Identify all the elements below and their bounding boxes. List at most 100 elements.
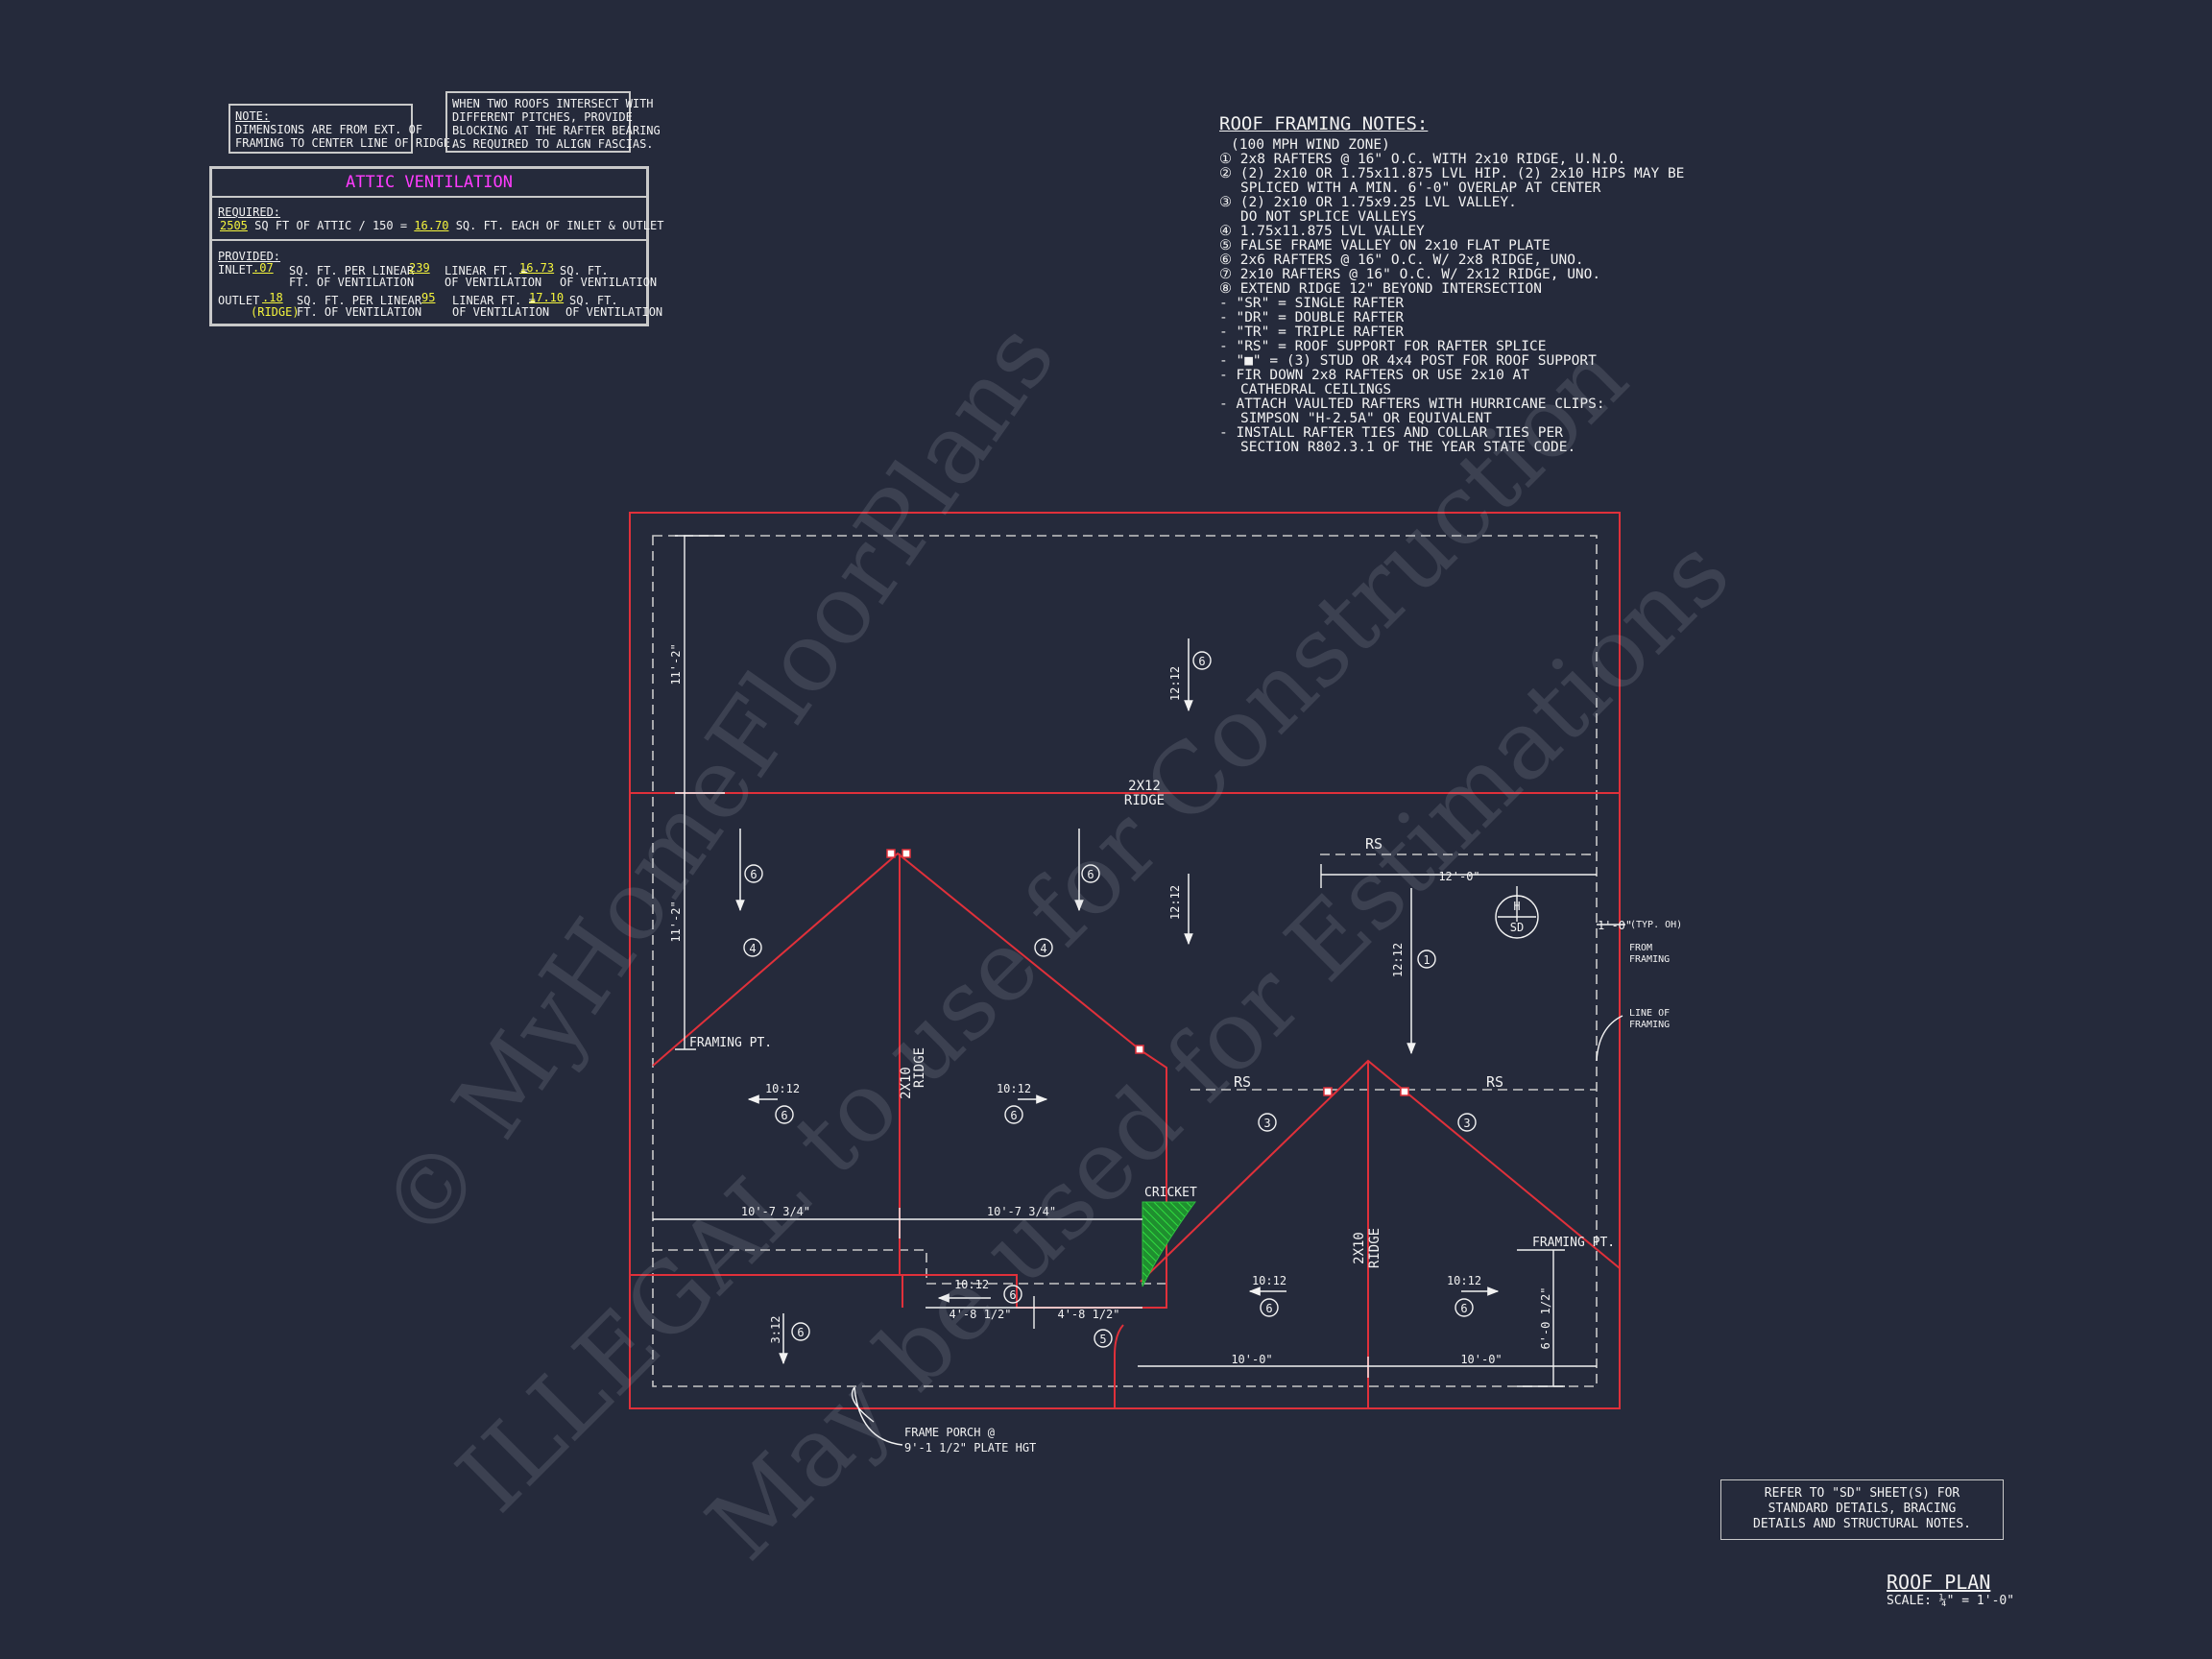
dim-4-8: 4'-8 1/2": [1057, 1308, 1119, 1321]
inlet-text: SQ. FT.: [560, 264, 609, 277]
pitch-label: 10:12: [997, 1082, 1031, 1095]
outlet-text: SQ. FT. PER LINEAR: [297, 294, 422, 307]
dimension-lines: [653, 535, 1625, 1446]
outlet-length: 95: [421, 291, 436, 304]
note-line: DIMENSIONS ARE FROM EXT. OF: [235, 123, 423, 136]
roof-note-line: SIMPSON "H-2.5A" OR EQUIVALENT: [1240, 411, 1492, 426]
tag-6: 6: [1010, 1109, 1017, 1122]
ridge-2x10-label: 2X10: [1352, 1232, 1367, 1264]
framing-pt-label: FRAMING PT.: [689, 1036, 772, 1050]
roof-note-line: - "SR" = SINGLE RAFTER: [1219, 296, 1405, 311]
roof-note-line: DO NOT SPLICE VALLEYS: [1240, 209, 1417, 225]
required-text: SQ FT OF ATTIC / 150 =: [254, 219, 408, 232]
pitch-label: 12:12: [1391, 943, 1405, 977]
roof-note-line: ① 2x8 RAFTERS @ 16" O.C. WITH 2x10 RIDGE…: [1219, 152, 1626, 167]
refer-sd-note-box: REFER TO "SD" SHEET(S) FOR STANDARD DETA…: [1720, 1479, 2004, 1540]
roof-note-line: SECTION R802.3.1 OF THE YEAR STATE CODE.: [1240, 440, 1576, 455]
dim-11-2: 11'-2": [669, 643, 683, 685]
sd-label: SD: [1510, 921, 1524, 934]
framing-dashed-lines: [652, 535, 1598, 1387]
note-line: FRAMING TO CENTER LINE OF RIDGE.: [235, 136, 458, 150]
ridge-2x12-label: 2X12: [1128, 779, 1161, 794]
roof-note-line: - ATTACH VAULTED RAFTERS WITH HURRICANE …: [1219, 397, 1605, 412]
roof-note-line: - "DR" = DOUBLE RAFTER: [1219, 310, 1405, 325]
ridge-2x10-label: 2X10: [899, 1067, 914, 1099]
pitch-label: 10:12: [765, 1082, 800, 1095]
roof-note-line: CATHEDRAL CEILINGS: [1240, 382, 1392, 397]
tag-3: 3: [1463, 1117, 1470, 1130]
dim-10-0: 10'-0": [1460, 1353, 1502, 1366]
outlet-text: OF VENTILATION: [565, 305, 663, 319]
roof-note-line: SPLICED WITH A MIN. 6'-0" OVERLAP AT CEN…: [1240, 180, 1601, 196]
title-block: ROOF PLAN SCALE: ¼" = 1'-0": [1887, 1571, 2014, 1608]
inlet-text: OF VENTILATION: [560, 276, 658, 289]
porch-note: FRAME PORCH @: [904, 1426, 995, 1439]
roof-note-line: - FIR DOWN 2x8 RAFTERS OR USE 2x10 AT: [1219, 368, 1530, 383]
cricket-label: CRICKET: [1144, 1186, 1197, 1200]
pitch-label: 10:12: [1447, 1274, 1481, 1287]
inlet-rate: .07: [252, 261, 274, 275]
cricket-hatch: [1142, 1201, 1196, 1287]
roof-note-line: ⑦ 2x10 RAFTERS @ 16" O.C. W/ 2x12 RIDGE,…: [1219, 267, 1601, 282]
dimension-note-box: NOTE: DIMENSIONS ARE FROM EXT. OF FRAMIN…: [228, 104, 458, 154]
ridge-label: RIDGE: [912, 1047, 927, 1088]
dim-10-0: 10'-0": [1231, 1353, 1272, 1366]
rs-label: RS: [1234, 1073, 1251, 1091]
tag-6: 6: [797, 1326, 804, 1339]
note-line: BLOCKING AT THE RAFTER BEARING: [452, 124, 661, 137]
note-line: DIFFERENT PITCHES, PROVIDE: [452, 110, 633, 124]
roof-support-posts: [886, 849, 1409, 1096]
outlet-total: 17.10: [529, 291, 565, 304]
inlet-text: SQ. FT. PER LINEAR: [289, 264, 415, 277]
outlet-text: SQ. FT.: [569, 294, 618, 307]
roof-note-line: ⑥ 2x6 RAFTERS @ 16" O.C. W/ 2x8 RIDGE, U…: [1219, 252, 1584, 268]
outlet-label: OUTLET: [218, 294, 260, 307]
roof-note-line: ③ (2) 2x10 OR 1.75x9.25 LVL VALLEY.: [1219, 195, 1517, 210]
roof-note-line: ⑧ EXTEND RIDGE 12" BEYOND INTERSECTION: [1219, 281, 1542, 297]
note-line: WHEN TWO ROOFS INTERSECT WITH: [452, 97, 654, 110]
attic-ventilation-table: ATTIC VENTILATION REQUIRED: 2505 SQ FT O…: [209, 166, 663, 326]
required-value: 16.70: [414, 219, 449, 232]
inlet-total: 16.73: [519, 261, 555, 275]
slope-arrows: [735, 638, 1500, 1365]
dim-10-7: 10'-7 3/4": [741, 1205, 810, 1218]
inlet-length: 239: [409, 261, 430, 275]
from-framing-label: FRAMING: [1629, 954, 1670, 965]
dim-10-7: 10'-7 3/4": [987, 1205, 1056, 1218]
tag-4: 4: [749, 942, 756, 955]
drawing-scale: SCALE: ¼" = 1'-0": [1887, 1594, 2015, 1608]
inlet-text: FT. OF VENTILATION: [289, 276, 415, 289]
tag-1: 1: [1423, 953, 1430, 967]
ridge-label: RIDGE: [1367, 1228, 1382, 1268]
pitch-label: 10:12: [1252, 1274, 1286, 1287]
typ-oh-label: (TYP. OH): [1630, 920, 1682, 930]
callout-circles: [743, 651, 1477, 1348]
required-text: SQ. FT. EACH OF INLET & OUTLET: [455, 219, 664, 232]
rs-label: RS: [1486, 1073, 1503, 1091]
tag-6: 6: [750, 868, 757, 881]
line-of-framing-label: LINE OF: [1629, 1008, 1670, 1019]
roof-note-line: ④ 1.75x11.875 LVL VALLEY: [1219, 224, 1425, 239]
watermark: © MyHomeFloorPlans ILLEGAL to use for Co…: [359, 303, 1751, 1581]
h-label: H: [1513, 900, 1520, 913]
tag-6: 6: [781, 1109, 787, 1122]
tag-6: 6: [1009, 1288, 1016, 1302]
ridge-label: RIDGE: [1124, 793, 1165, 808]
outlet-rate: .18: [262, 291, 283, 304]
roof-note-line: (100 MPH WIND ZONE): [1231, 137, 1390, 153]
outlet-text: OF VENTILATION: [452, 305, 550, 319]
line-of-framing-label: FRAMING: [1629, 1020, 1670, 1030]
watermark-line: © MyHomeFloorPlans: [359, 303, 1077, 1262]
dim-4-8: 4'-8 1/2": [949, 1308, 1011, 1321]
pitch-label: 12:12: [1168, 885, 1182, 920]
required-label: REQUIRED:: [218, 205, 281, 219]
tag-5: 5: [1099, 1333, 1106, 1346]
roof-note-line: ⑤ FALSE FRAME VALLEY ON 2x10 FLAT PLATE: [1219, 238, 1551, 253]
dim-1-0: 1'-0": [1598, 919, 1632, 932]
note-heading: NOTE:: [235, 109, 271, 123]
drawing-title: ROOF PLAN: [1887, 1571, 1991, 1594]
outlet-ridge: (RIDGE): [251, 305, 300, 319]
pitch-label: 3:12: [769, 1316, 782, 1344]
roof-notes-title: ROOF FRAMING NOTES:: [1219, 113, 1429, 134]
